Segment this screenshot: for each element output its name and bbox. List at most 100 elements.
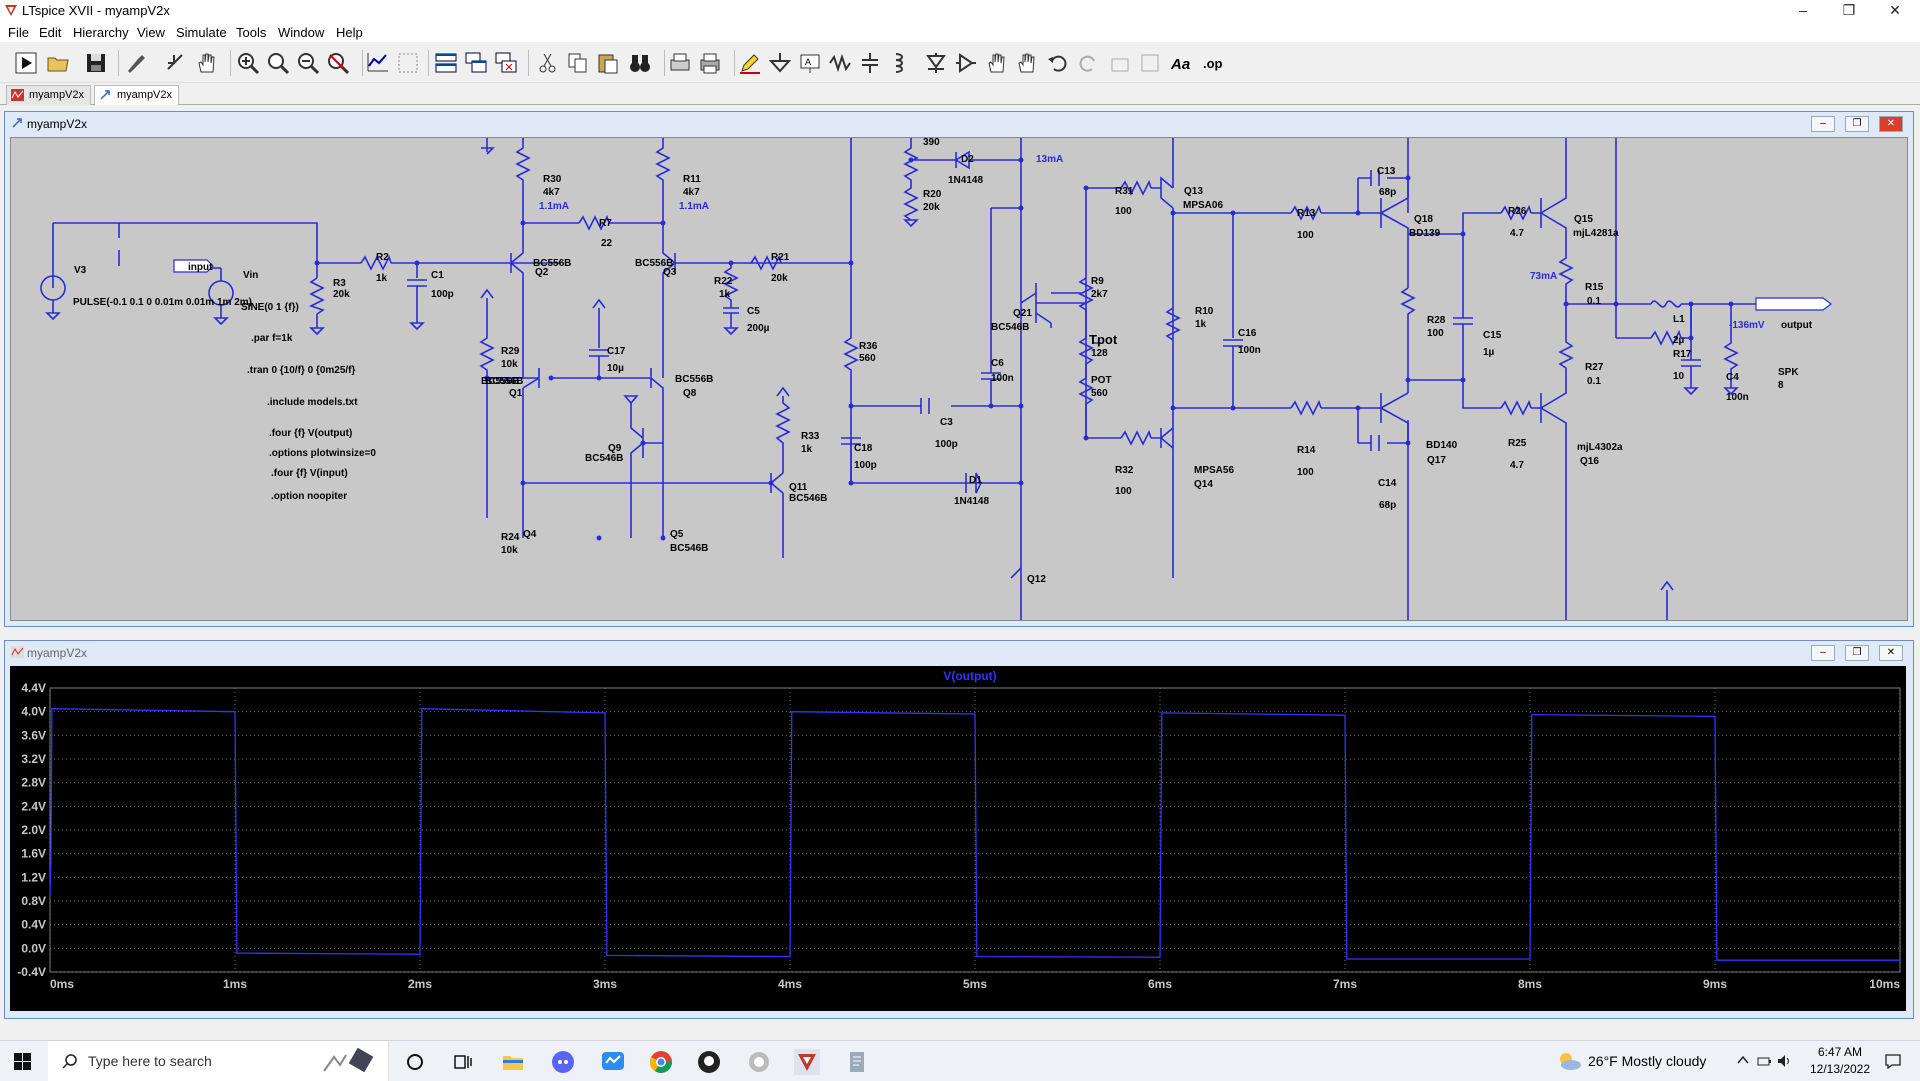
copy-icon[interactable] (566, 51, 590, 75)
schematic-label[interactable]: 100 (1115, 206, 1132, 217)
schematic-label[interactable]: 200µ (747, 323, 770, 334)
schematic-label[interactable]: BC546B (991, 322, 1029, 333)
waveform-svg[interactable]: V(output) 4.4V4.0V3.6V3.2V2.8V2.4V2.0V1.… (10, 666, 1906, 1011)
autorange-icon[interactable] (366, 51, 390, 75)
schematic-label[interactable]: input (188, 262, 213, 273)
schematic-label[interactable]: 10 (1673, 371, 1685, 382)
grid-icon[interactable] (396, 51, 420, 75)
windows-start-icon[interactable] (14, 1053, 31, 1070)
cascade-icon[interactable] (464, 51, 488, 75)
schematic-label[interactable]: .four {f} V(input) (271, 468, 348, 479)
schematic-label[interactable]: C4 (1726, 372, 1739, 383)
schematic-label[interactable]: .par f=1k (251, 333, 293, 344)
ltspice-taskbar-icon[interactable] (794, 1049, 820, 1075)
schematic-close-button[interactable]: ✕ (1879, 116, 1903, 132)
schematic-label[interactable]: 1µ (1483, 347, 1495, 358)
schematic-label[interactable]: 100n (991, 373, 1014, 384)
schematic-label[interactable]: PULSE(-0.1 0.1 0 0.01m 0.01m 1m 2m) (73, 297, 252, 308)
schematic-label[interactable]: .options plotwinsize=0 (269, 448, 376, 459)
schematic-label[interactable]: R29 (501, 346, 520, 357)
schematic-label[interactable]: Q14 (1194, 479, 1213, 490)
schematic-label[interactable]: 20k (771, 273, 788, 284)
schematic-label[interactable]: POT (1091, 375, 1112, 386)
clock-date[interactable]: 12/13/2022 (1809, 1062, 1871, 1076)
schematic-label[interactable]: 100 (1297, 467, 1314, 478)
waveform-close-button[interactable]: ✕ (1879, 645, 1903, 661)
chrome-icon[interactable] (648, 1049, 674, 1075)
print-icon[interactable] (698, 51, 722, 75)
schematic-label[interactable]: 73mA (1530, 271, 1557, 282)
component-icon[interactable] (954, 51, 978, 75)
schematic-label[interactable]: C5 (747, 306, 760, 317)
menu-file[interactable]: File (8, 25, 29, 40)
schematic-label[interactable]: MPSA06 (1183, 200, 1223, 211)
schematic-label[interactable]: SINE(0 1 {f}) (241, 302, 299, 313)
schematic-label[interactable]: C17 (607, 346, 626, 357)
schematic-label[interactable]: output (1781, 320, 1813, 331)
cut-icon[interactable] (536, 51, 560, 75)
menu-view[interactable]: View (137, 25, 165, 40)
menu-edit[interactable]: Edit (39, 25, 62, 40)
schematic-label[interactable]: 100n (1238, 345, 1261, 356)
schematic-label[interactable]: 1.1mA (679, 201, 709, 212)
maximize-button[interactable]: ❐ (1842, 2, 1856, 18)
open-folder-icon[interactable] (46, 51, 70, 75)
taskbar-search-box[interactable]: Type here to search (48, 1041, 389, 1081)
schematic-label[interactable]: Q2 (535, 267, 549, 278)
schematic-label[interactable]: 1k (801, 444, 813, 455)
schematic-label[interactable]: mjL4302a (1577, 442, 1623, 453)
schematic-label[interactable]: 68p (1379, 500, 1396, 511)
schematic-label[interactable]: Q13 (1184, 186, 1203, 197)
schematic-label[interactable]: Vin (243, 270, 258, 281)
schematic-label[interactable]: Q12 (1027, 574, 1046, 585)
resistor-icon[interactable] (828, 51, 852, 75)
schematic-label[interactable]: C3 (940, 417, 953, 428)
schematic-label[interactable]: Q18 (1414, 214, 1433, 225)
pan-hand-icon[interactable] (194, 51, 218, 75)
schematic-label[interactable]: 0.1 (1587, 376, 1601, 387)
schematic-label[interactable]: 1k (1195, 319, 1207, 330)
schematic-minimize-button[interactable]: – (1811, 116, 1835, 132)
schematic-label[interactable]: R27 (1585, 362, 1604, 373)
schematic-label[interactable]: V3 (74, 265, 87, 276)
schematic-label[interactable]: C15 (1483, 330, 1502, 341)
schematic-label[interactable]: 1.1mA (539, 201, 569, 212)
schematic-label[interactable]: R33 (801, 431, 820, 442)
schematic-label[interactable]: BC546B (670, 543, 708, 554)
redo-icon[interactable] (1076, 51, 1100, 75)
schematic-label[interactable]: R24 (501, 532, 520, 543)
schematic-label[interactable]: R22 (714, 276, 733, 287)
schematic-label[interactable]: BC556B (533, 258, 571, 269)
capacitor-icon[interactable] (858, 51, 882, 75)
close-all-icon[interactable] (494, 51, 518, 75)
schematic-label[interactable]: R21 (771, 252, 790, 263)
schematic-label[interactable]: 20k (333, 289, 350, 300)
app-globe-icon[interactable] (746, 1049, 772, 1075)
schematic-label[interactable]: 4.7 (1510, 228, 1524, 239)
schematic-label[interactable]: 100 (1115, 486, 1132, 497)
schematic-label[interactable]: Q21 (1013, 308, 1032, 319)
schematic-label[interactable]: 100p (935, 439, 958, 450)
undo-icon[interactable] (1046, 51, 1070, 75)
zoom-fit-icon[interactable] (266, 51, 290, 75)
schematic-label[interactable]: D2 (961, 154, 974, 165)
notification-icon[interactable] (1884, 1053, 1902, 1069)
schematic-label[interactable]: R3 (333, 278, 346, 289)
schematic-label[interactable]: 20k (923, 202, 940, 213)
save-icon[interactable] (84, 51, 108, 75)
run-icon[interactable] (14, 51, 38, 75)
battery-icon[interactable] (1756, 1053, 1772, 1069)
schematic-label[interactable]: Q3 (663, 267, 677, 278)
schematic-label[interactable]: Q11 (789, 482, 808, 493)
move-hand-icon[interactable] (984, 51, 1008, 75)
schematic-label[interactable]: 128 (1091, 348, 1108, 359)
chat-app-icon[interactable] (600, 1049, 626, 1075)
schematic-label[interactable]: R17 (1673, 349, 1692, 360)
schematic-label[interactable]: 4k7 (543, 187, 560, 198)
spice-directive-icon[interactable]: .op (1202, 51, 1226, 75)
text-icon[interactable]: Aa (1170, 51, 1194, 75)
schematic-label[interactable]: 390 (923, 138, 940, 148)
schematic-label[interactable]: C14 (1378, 478, 1397, 489)
